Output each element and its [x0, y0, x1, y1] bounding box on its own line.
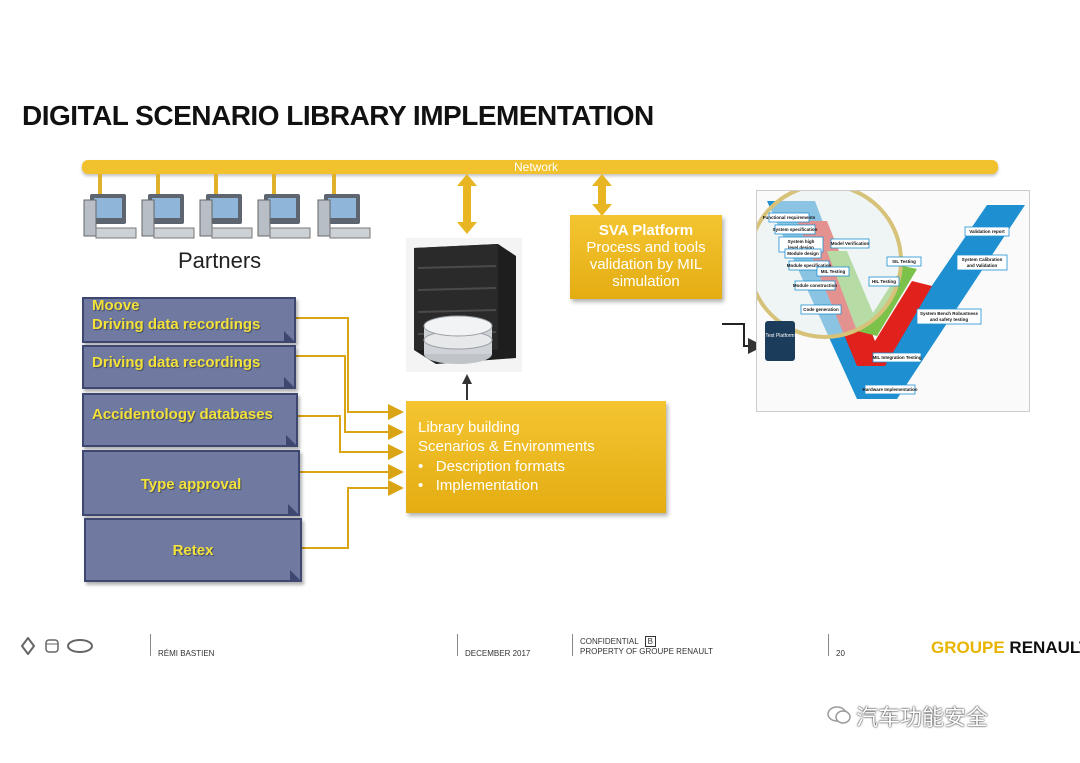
computer-icon — [83, 194, 137, 239]
footer-separator — [457, 634, 458, 656]
computer-icon — [199, 194, 253, 239]
confidential-badge: B — [644, 636, 656, 647]
v-stage-label: Module specification — [787, 263, 832, 268]
source-type-approval: Type approval — [82, 450, 300, 516]
sva-line: validation by MIL — [589, 256, 703, 273]
source-moove: Moove Driving data recordings — [82, 297, 296, 343]
library-subtitle: Scenarios & Environments — [418, 438, 595, 455]
source-accidentology: Accidentology databases — [82, 393, 298, 447]
v-stage-label: Functional requirements — [763, 215, 816, 220]
brand-groupe: GROUPE — [931, 638, 1005, 657]
library-building-box: Library building Scenarios & Environment… — [406, 401, 666, 513]
v-stage-label: Code generation — [803, 307, 839, 312]
computer-icon — [257, 194, 311, 239]
wechat-icon — [826, 704, 852, 731]
partner-network-links — [98, 174, 336, 194]
v-stage-label: Model Verification — [831, 241, 870, 246]
v-stage-box — [784, 248, 822, 259]
page-title: DIGITAL SCENARIO LIBRARY IMPLEMENTATION — [22, 100, 654, 131]
v-stage-box — [830, 238, 870, 249]
sva-line: Process and tools — [586, 239, 706, 256]
v-stage-label: System specification — [773, 227, 818, 232]
groupe-renault-logo: GROUPE RENAULT — [931, 638, 1080, 658]
v-stage-label: and Validation — [967, 263, 998, 268]
footer-property: PROPERTY OF GROUPE RENAULT — [580, 647, 713, 656]
test-platform-label: Test Platform — [765, 333, 794, 339]
footer-date: DECEMBER 2017 — [465, 649, 531, 658]
v-stage-label: Module construction — [793, 283, 837, 288]
v-stage-box — [916, 308, 982, 325]
v-stage-box — [886, 256, 922, 267]
v-stage-label: Module design — [787, 251, 819, 256]
sva-network-link — [592, 174, 612, 216]
v-stage-label: level design — [788, 245, 814, 250]
source-type-approval-label: Type approval — [140, 476, 242, 493]
v-stage-box — [774, 224, 816, 235]
confidential-label: CONFIDENTIAL — [580, 637, 639, 646]
v-stage-box — [964, 226, 1010, 237]
source-moove-title: Moove — [92, 297, 140, 314]
network-bus — [82, 160, 998, 174]
source-feed-lines — [285, 317, 404, 549]
library-bullet: • Implementation — [418, 477, 539, 494]
v-stage-box — [816, 266, 850, 277]
v-stage-box — [788, 260, 830, 271]
computer-icon — [141, 194, 195, 239]
test-platform-block — [765, 321, 795, 361]
samsung-swirl-icon — [67, 639, 93, 653]
dacia-shield-icon — [45, 639, 59, 653]
source-driving-data: Driving data recordings — [82, 345, 296, 389]
watermark-text: 汽车功能安全 — [856, 705, 989, 730]
v-stage-label: System high — [788, 239, 815, 244]
footer-confidential: CONFIDENTIAL B — [580, 636, 656, 647]
source-retex-label: Retex — [172, 542, 214, 559]
renault-logos — [20, 636, 96, 660]
sva-platform-box: SVA Platform Process and tools validatio… — [570, 215, 722, 299]
v-stage-label: SIL Testing — [892, 259, 916, 264]
library-title: Library building — [418, 419, 520, 436]
footer-author: RÉMI BASTIEN — [158, 649, 215, 658]
server-icon — [406, 238, 522, 377]
v-stage-box — [868, 276, 900, 287]
computer-icon — [317, 194, 371, 239]
database-icon — [423, 315, 493, 364]
brand-renault: RENAULT — [1009, 638, 1080, 657]
v-stage-box — [794, 280, 836, 291]
partner-computers — [82, 190, 382, 255]
v-stage-label: MIL Testing — [821, 269, 846, 274]
v-stage-box — [956, 254, 1008, 271]
v-stage-label: Hardware Implementation — [862, 387, 917, 392]
library-to-server-arrow — [462, 374, 472, 400]
v-stage-label: Validation report — [969, 229, 1005, 234]
footer-separator — [150, 634, 151, 656]
v-stage-box — [800, 304, 842, 315]
source-moove-subtitle: Driving data recordings — [92, 316, 261, 333]
source-accidentology-label: Accidentology databases — [92, 406, 273, 423]
v-stage-box — [768, 212, 810, 223]
network-label: Network — [514, 160, 559, 174]
library-bullet: • Description formats — [418, 458, 565, 475]
sva-line: simulation — [612, 273, 680, 290]
footer-separator — [828, 634, 829, 656]
footer-page-number: 20 — [836, 649, 845, 658]
source-retex: Retex — [84, 518, 302, 582]
partners-label: Partners — [178, 248, 262, 273]
server-network-link — [457, 174, 477, 234]
v-stage-box — [864, 384, 916, 395]
footer-separator — [572, 634, 573, 656]
v-stage-label: and safety testing — [930, 317, 969, 322]
v-stage-label: HIL Testing — [872, 279, 896, 284]
source-driving-data-label: Driving data recordings — [92, 354, 261, 371]
v-stage-label: MIL Integration Testing — [872, 355, 921, 360]
library-bullet-description-formats: Description formats — [435, 458, 565, 475]
v-stage-label: System Calibration — [962, 257, 1003, 262]
renault-diamond-icon — [20, 636, 36, 656]
v-stage-box — [872, 352, 922, 363]
library-bullet-implementation: Implementation — [435, 477, 539, 494]
sva-title: SVA Platform — [598, 222, 694, 239]
v-stage-label: System Bench Robustness — [920, 311, 979, 316]
